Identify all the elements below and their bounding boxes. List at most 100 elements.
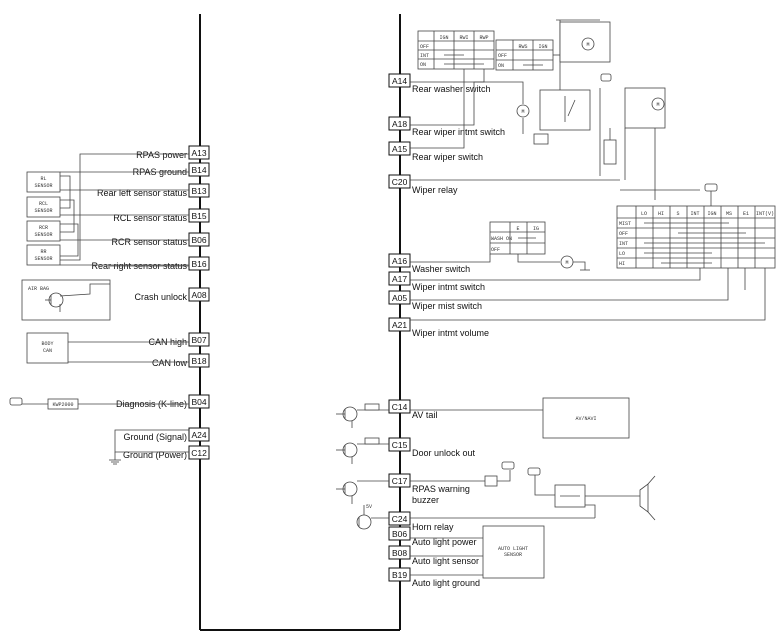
right-pin-id: B06 bbox=[392, 529, 407, 539]
svg-text:RWI: RWI bbox=[459, 35, 468, 41]
svg-text:S: S bbox=[676, 211, 679, 217]
voltage-label: 5V bbox=[366, 504, 372, 510]
rr-sensor-label1: RR bbox=[40, 249, 46, 255]
left-pin-signal: Ground (Power) bbox=[123, 450, 187, 460]
right-pin-signal: Washer switch bbox=[412, 264, 470, 274]
right-pin-signal: Auto light ground bbox=[412, 578, 480, 588]
wiper-switch-table: LO HI S INT IGN MS E1 INT(V) MIST OFF IN… bbox=[616, 183, 776, 269]
left-pin-signal: RCR sensor status bbox=[111, 237, 187, 247]
svg-text:M: M bbox=[586, 42, 589, 48]
svg-text:MIST: MIST bbox=[619, 221, 631, 227]
door-unlock-transistor bbox=[336, 437, 389, 464]
rear-washer-switch-table: RWS IGN OFF ON bbox=[495, 39, 554, 71]
left-pin-id: B15 bbox=[191, 211, 206, 221]
right-pin-id: B19 bbox=[392, 570, 407, 580]
left-pin-signal: RPAS power bbox=[136, 150, 187, 160]
right-pin-signal: Rear wiper switch bbox=[412, 152, 483, 162]
right-pin-id: A18 bbox=[392, 119, 407, 129]
left-pin-signal: Crash unlock bbox=[134, 292, 187, 302]
svg-text:M: M bbox=[565, 260, 568, 266]
right-pin-signal-line2: buzzer bbox=[412, 495, 439, 505]
left-pin-id: B07 bbox=[191, 335, 206, 345]
auto-light-label2: SENSOR bbox=[504, 552, 522, 558]
svg-text:INT: INT bbox=[420, 53, 429, 59]
left-pin-signal: RCL sensor status bbox=[113, 213, 187, 223]
svg-text:HI: HI bbox=[619, 261, 625, 267]
svg-text:LO: LO bbox=[641, 211, 647, 217]
svg-text:RWP: RWP bbox=[479, 35, 488, 41]
svg-text:E: E bbox=[516, 226, 519, 232]
right-pin-id: C15 bbox=[392, 440, 408, 450]
svg-text:IGN: IGN bbox=[538, 44, 547, 50]
left-pin-id: B18 bbox=[191, 356, 206, 366]
kwp-connector: KWP2000 bbox=[9, 397, 79, 410]
left-pin-4: B06 RCR sensor status bbox=[111, 232, 210, 247]
svg-text:OFF: OFF bbox=[619, 231, 628, 237]
left-pin-id: A24 bbox=[191, 430, 206, 440]
svg-text:IGN: IGN bbox=[707, 211, 716, 217]
svg-text:INT(V): INT(V) bbox=[756, 211, 774, 217]
right-pin-signal: Wiper intmt volume bbox=[412, 328, 489, 338]
svg-text:LO: LO bbox=[619, 251, 625, 257]
svg-text:OFF: OFF bbox=[420, 44, 429, 50]
buzzer-transistor bbox=[336, 461, 515, 504]
svg-text:E1: E1 bbox=[743, 211, 749, 217]
right-pin-signal: Horn relay bbox=[412, 522, 454, 532]
rcr-sensor-label1: RCR bbox=[39, 225, 48, 231]
rl-sensor: RL SENSOR bbox=[26, 171, 61, 193]
left-pin-id: A13 bbox=[191, 148, 206, 158]
left-pin-signal: CAN low bbox=[152, 358, 188, 368]
rl-sensor-label1: RL bbox=[40, 176, 46, 182]
rr-sensor: RR SENSOR bbox=[26, 244, 61, 266]
svg-text:INT: INT bbox=[619, 241, 628, 247]
right-pin-id: C20 bbox=[392, 177, 408, 187]
svg-text:RWS: RWS bbox=[518, 44, 527, 50]
left-pin-id: B16 bbox=[191, 259, 206, 269]
left-pin-id: B13 bbox=[191, 186, 206, 196]
svg-text:OFF: OFF bbox=[491, 247, 500, 253]
svg-text:INT: INT bbox=[690, 211, 699, 217]
left-wiring bbox=[22, 153, 189, 460]
control-module-outline bbox=[199, 14, 401, 631]
rcl-sensor: RCL SENSOR bbox=[26, 196, 61, 218]
right-pin-id: A15 bbox=[392, 144, 407, 154]
left-pin-id: B06 bbox=[191, 235, 206, 245]
left-pin-id: C12 bbox=[191, 448, 207, 458]
svg-text:WASH ON: WASH ON bbox=[491, 236, 512, 242]
auto-light-sensor: AUTO LIGHT SENSOR bbox=[410, 525, 545, 579]
left-pin-0: A13 RPAS power bbox=[136, 145, 210, 160]
airbag-module: AIR BAG bbox=[21, 279, 111, 321]
left-pin-3: B15 RCL sensor status bbox=[113, 208, 210, 223]
left-pin-signal: Rear left sensor status bbox=[97, 188, 188, 198]
airbag-label: AIR BAG bbox=[28, 286, 49, 292]
rr-sensor-label2: SENSOR bbox=[34, 256, 52, 262]
right-pin-id: C14 bbox=[392, 402, 408, 412]
rcr-sensor-label2: SENSOR bbox=[34, 232, 52, 238]
right-pin-signal: Auto light power bbox=[412, 537, 477, 547]
right-pin-signal: Wiper intmt switch bbox=[412, 282, 485, 292]
right-pin-signal: Auto light sensor bbox=[412, 556, 479, 566]
svg-text:OFF: OFF bbox=[498, 53, 507, 59]
right-pin-id: A05 bbox=[392, 293, 407, 303]
body-can-label1: BODY bbox=[41, 341, 53, 347]
right-pin-id: A14 bbox=[392, 76, 407, 86]
svg-text:M: M bbox=[656, 102, 659, 108]
